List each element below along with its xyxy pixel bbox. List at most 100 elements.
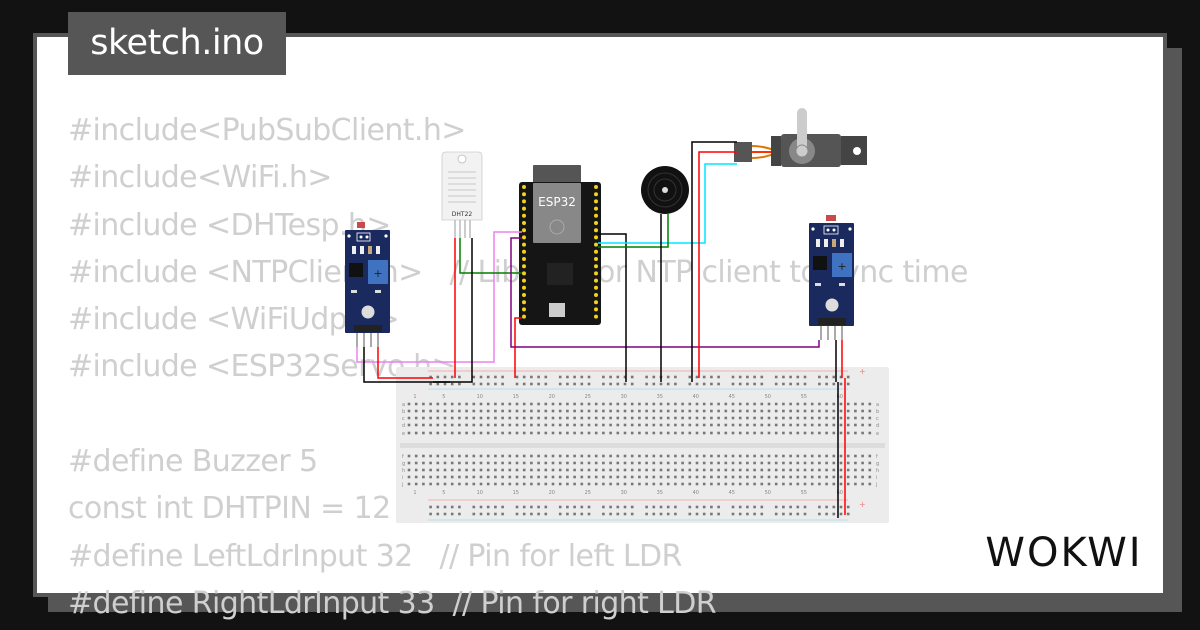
- breadboard-hole[interactable]: [717, 431, 720, 435]
- breadboard-hole[interactable]: [602, 512, 605, 516]
- breadboard-hole[interactable]: [630, 475, 634, 479]
- breadboard-hole[interactable]: [796, 431, 800, 435]
- breadboard-hole[interactable]: [422, 431, 425, 435]
- esp32-pin[interactable]: [522, 264, 526, 269]
- breadboard-hole[interactable]: [486, 454, 490, 458]
- breadboard-hole[interactable]: [803, 482, 807, 486]
- breadboard-hole[interactable]: [854, 409, 857, 413]
- breadboard-hole[interactable]: [731, 416, 735, 420]
- breadboard-hole[interactable]: [688, 431, 692, 435]
- breadboard[interactable]: + + 115510101515202025253030353540404545…: [396, 367, 889, 523]
- breadboard-hole[interactable]: [810, 461, 814, 465]
- breadboard-hole[interactable]: [551, 461, 555, 465]
- breadboard-hole[interactable]: [638, 402, 641, 406]
- breadboard-hole[interactable]: [414, 423, 418, 427]
- wire-esp-vin[interactable]: [514, 317, 522, 378]
- breadboard-hole[interactable]: [746, 431, 749, 435]
- breadboard-hole[interactable]: [839, 431, 843, 435]
- breadboard-hole[interactable]: [782, 402, 785, 406]
- breadboard-hole[interactable]: [652, 423, 656, 427]
- esp32-pin[interactable]: [594, 314, 598, 319]
- breadboard-hole[interactable]: [767, 431, 771, 435]
- esp32-pin[interactable]: [594, 192, 598, 197]
- breadboard-hole[interactable]: [652, 416, 656, 420]
- breadboard-hole[interactable]: [753, 505, 756, 509]
- breadboard-hole[interactable]: [753, 512, 756, 516]
- breadboard-hole[interactable]: [782, 475, 785, 479]
- breadboard-hole[interactable]: [803, 461, 807, 465]
- breadboard-hole[interactable]: [544, 468, 548, 472]
- breadboard-hole[interactable]: [450, 409, 454, 413]
- breadboard-hole[interactable]: [566, 402, 569, 406]
- breadboard-hole[interactable]: [522, 505, 526, 509]
- breadboard-hole[interactable]: [515, 475, 519, 479]
- breadboard-hole[interactable]: [530, 402, 533, 406]
- breadboard-hole[interactable]: [810, 431, 814, 435]
- breadboard-hole[interactable]: [861, 468, 864, 472]
- breadboard-hole[interactable]: [443, 512, 447, 516]
- breadboard-hole[interactable]: [645, 423, 648, 427]
- breadboard-hole[interactable]: [443, 416, 447, 420]
- breadboard-hole[interactable]: [436, 454, 440, 458]
- breadboard-hole[interactable]: [810, 416, 814, 420]
- breadboard-hole[interactable]: [760, 423, 764, 427]
- breadboard-hole[interactable]: [544, 423, 548, 427]
- breadboard-hole[interactable]: [486, 482, 490, 486]
- breadboard-hole[interactable]: [530, 505, 533, 509]
- breadboard-hole[interactable]: [818, 482, 821, 486]
- breadboard-hole[interactable]: [810, 475, 814, 479]
- breadboard-hole[interactable]: [465, 409, 468, 413]
- breadboard-hole[interactable]: [450, 382, 454, 386]
- breadboard-hole[interactable]: [688, 468, 692, 472]
- breadboard-hole[interactable]: [681, 454, 684, 458]
- breadboard-hole[interactable]: [443, 375, 447, 379]
- breadboard-hole[interactable]: [868, 461, 872, 465]
- breadboard-hole[interactable]: [868, 409, 872, 413]
- breadboard-hole[interactable]: [760, 468, 764, 472]
- breadboard-hole[interactable]: [846, 468, 850, 472]
- breadboard-hole[interactable]: [609, 468, 612, 472]
- breadboard-hole[interactable]: [436, 382, 440, 386]
- breadboard-hole[interactable]: [839, 423, 843, 427]
- breadboard-hole[interactable]: [738, 454, 742, 458]
- breadboard-hole[interactable]: [544, 505, 548, 509]
- breadboard-hole[interactable]: [530, 423, 533, 427]
- breadboard-hole[interactable]: [630, 382, 634, 386]
- breadboard-hole[interactable]: [537, 461, 540, 465]
- breadboard-hole[interactable]: [537, 409, 540, 413]
- breadboard-hole[interactable]: [587, 375, 591, 379]
- breadboard-hole[interactable]: [688, 409, 692, 413]
- esp32-pin[interactable]: [522, 185, 526, 189]
- esp32-pin[interactable]: [594, 271, 598, 276]
- breadboard-hole[interactable]: [602, 505, 605, 509]
- breadboard-hole[interactable]: [429, 409, 432, 413]
- breadboard-hole[interactable]: [630, 454, 634, 458]
- breadboard-hole[interactable]: [602, 416, 605, 420]
- breadboard-hole[interactable]: [803, 468, 807, 472]
- breadboard-hole[interactable]: [609, 375, 612, 379]
- breadboard-hole[interactable]: [630, 431, 634, 435]
- breadboard-hole[interactable]: [731, 468, 735, 472]
- breadboard-hole[interactable]: [746, 505, 749, 509]
- breadboard-hole[interactable]: [659, 475, 663, 479]
- breadboard-hole[interactable]: [803, 416, 807, 420]
- breadboard-hole[interactable]: [717, 482, 720, 486]
- breadboard-hole[interactable]: [472, 402, 476, 406]
- breadboard-hole[interactable]: [623, 512, 627, 516]
- breadboard-hole[interactable]: [818, 505, 821, 509]
- breadboard-hole[interactable]: [832, 461, 836, 465]
- breadboard-hole[interactable]: [738, 461, 742, 465]
- breadboard-hole[interactable]: [810, 468, 814, 472]
- breadboard-hole[interactable]: [825, 482, 828, 486]
- breadboard-hole[interactable]: [486, 512, 490, 516]
- breadboard-hole[interactable]: [789, 512, 792, 516]
- breadboard-hole[interactable]: [796, 423, 800, 427]
- breadboard-hole[interactable]: [846, 416, 850, 420]
- breadboard-hole[interactable]: [522, 431, 526, 435]
- breadboard-hole[interactable]: [609, 461, 612, 465]
- breadboard-hole[interactable]: [472, 416, 476, 420]
- breadboard-hole[interactable]: [465, 423, 468, 427]
- breadboard-hole[interactable]: [630, 375, 634, 379]
- breadboard-hole[interactable]: [832, 416, 836, 420]
- breadboard-hole[interactable]: [688, 475, 692, 479]
